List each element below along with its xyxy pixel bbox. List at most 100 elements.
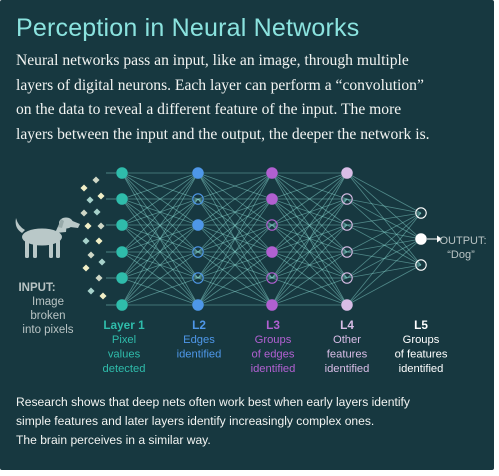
active-node [266, 299, 278, 311]
layer-description-line: detected [103, 363, 146, 375]
connection-line [121, 172, 199, 253]
active-node [116, 193, 128, 205]
active-node [116, 246, 128, 258]
connection-line [197, 172, 273, 253]
inactive-node [266, 219, 278, 231]
layer-description-line: identified [251, 363, 296, 375]
connection-line [271, 172, 348, 200]
pixel-square [82, 264, 90, 272]
footer-paragraph: Research shows that deep nets often work… [16, 393, 486, 450]
layer-name: L4 [340, 318, 354, 332]
pixel-square [87, 287, 95, 295]
footer-line: simple features and later layers identif… [16, 414, 375, 428]
pixel-square [92, 176, 100, 184]
layer-name: L3 [266, 318, 280, 332]
connection-line [346, 172, 422, 214]
pixel-square [93, 208, 101, 216]
connection-line [271, 224, 348, 306]
input-label-heading: INPUT: [18, 282, 55, 294]
active-node [341, 167, 353, 179]
output-label-heading: OUTPUT: [439, 235, 486, 247]
footer-line: Research shows that deep nets often work… [16, 395, 410, 409]
intro-line: layers of digital neurons. Each layer ca… [16, 76, 424, 94]
connection-line [197, 224, 273, 306]
pixel-square [95, 237, 103, 245]
connection-line [121, 251, 199, 306]
network-nodes [116, 167, 427, 311]
active-node [192, 167, 204, 179]
pixel-square [84, 222, 92, 230]
active-node [116, 219, 128, 231]
arrow-head [437, 235, 442, 243]
connection-line [197, 198, 273, 306]
infographic-card: Perception in Neural Networks Neural net… [0, 0, 494, 470]
pixel-square [86, 196, 94, 204]
connection-line [121, 198, 199, 306]
intro-line: layers between the input and the output,… [16, 125, 430, 143]
layer-description-line: identified [177, 349, 222, 361]
inactive-node [192, 246, 204, 258]
layer-description-line: identified [325, 363, 370, 375]
connection-line [346, 212, 422, 253]
connection-line [271, 277, 348, 306]
connection-line [121, 172, 199, 226]
connection-line [271, 172, 348, 306]
inactive-node [192, 193, 204, 205]
active-node [116, 272, 128, 284]
layer-description-line: Edges [183, 334, 215, 346]
network-diagram: INPUT: Image broken into pixels OUTPUT: … [15, 167, 487, 375]
pixel-square [82, 237, 90, 245]
layer-description-line: values [108, 349, 141, 361]
layer-description-line: Groups [403, 334, 440, 346]
output-arrow [427, 235, 442, 243]
active-node [266, 246, 278, 258]
pixel-square [95, 274, 103, 282]
active-node [192, 219, 204, 231]
inactive-node [192, 272, 204, 284]
connection-line [346, 238, 422, 306]
active-node [116, 167, 128, 179]
connection-line [197, 172, 273, 226]
active-node [415, 233, 427, 245]
intro-paragraph: Neural networks pass an input, like an i… [16, 49, 486, 147]
layer-description-line: Other [333, 334, 361, 346]
active-node [341, 299, 353, 311]
layer-description-line: Groups [255, 334, 292, 346]
connection-line [121, 172, 199, 279]
input-label-line: Image [32, 296, 64, 308]
connection-line [346, 198, 422, 214]
pixel-square [97, 222, 105, 230]
connection-line [121, 277, 199, 306]
layer-description-line: Pixel [112, 334, 136, 346]
pixel-squares-icon [80, 176, 107, 300]
layer-name: L5 [414, 318, 428, 332]
inactive-node [415, 207, 427, 219]
page-title: Perception in Neural Networks [16, 14, 360, 42]
layer-description-line: identified [399, 363, 444, 375]
connection-line [271, 172, 348, 226]
connection-line [346, 212, 422, 226]
connection-line [197, 277, 273, 306]
inactive-node [341, 272, 353, 284]
connection-line [346, 224, 422, 240]
connection-line [271, 172, 348, 279]
pixel-square [80, 209, 88, 217]
active-node [266, 193, 278, 205]
connection-line [121, 224, 199, 306]
inactive-node [266, 272, 278, 284]
layer-name: L2 [192, 318, 206, 332]
connection-line [197, 172, 273, 306]
connection-line [197, 251, 273, 306]
connection-line [271, 251, 348, 306]
input-label-line: into pixels [22, 324, 73, 336]
connection-line [197, 172, 273, 200]
layer-description-line: of features [395, 349, 448, 361]
footer-line: The brain perceives in a similar way. [16, 433, 211, 447]
input-label-line: broken [30, 310, 65, 322]
connection-line [346, 212, 422, 306]
inactive-node [341, 246, 353, 258]
inactive-node [341, 219, 353, 231]
active-node [116, 299, 128, 311]
pixel-square [98, 258, 106, 266]
intro-line: Neural networks pass an input, like an i… [16, 52, 409, 69]
